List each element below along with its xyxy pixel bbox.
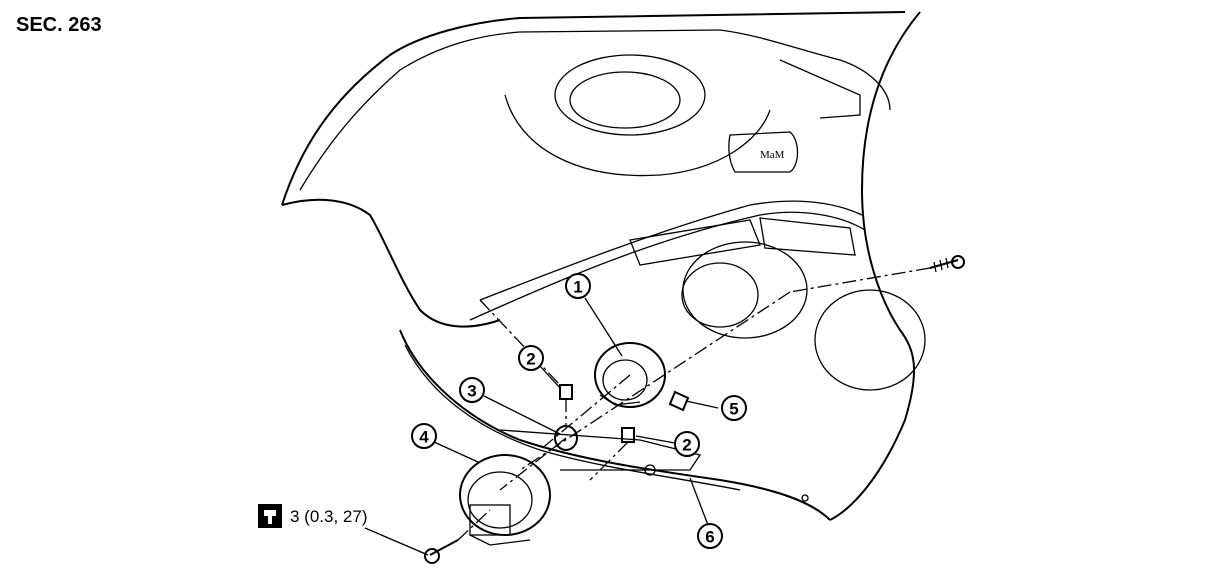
screw-upper [929,255,965,273]
svg-text:5: 5 [729,400,738,419]
service-text: MaM [760,149,785,161]
clip-retainer [668,390,690,412]
fog-lamp-assembly [459,454,551,546]
trunk-floor: MaM [504,54,861,177]
fascia-openings [629,217,926,391]
callout-5: 5 [721,395,747,421]
lower-bracket [399,329,831,521]
callout-6: 6 [697,523,723,549]
svg-text:6: 6 [705,528,714,547]
svg-text:1: 1 [573,278,582,297]
section-label: SEC. 263 [16,14,102,36]
svg-text:2: 2 [682,436,691,455]
svg-text:4: 4 [419,428,429,447]
assembly-lines [457,267,931,541]
clip-upper [559,384,573,400]
small-parts [554,384,690,451]
callout-2-upper: 2 [518,345,544,371]
screw-lower [424,539,459,564]
torque-value: 3 (0.3, 27) [290,507,368,526]
svg-text:3: 3 [467,382,476,401]
callout-1: 1 [565,273,591,299]
callout-2-lower: 2 [674,431,700,457]
torque-spec: 3 (0.3, 27) [258,504,368,528]
callout-3: 3 [459,377,485,403]
callout-4: 4 [411,423,437,449]
body-outline [281,11,921,521]
leader-lines [364,297,719,556]
svg-text:2: 2 [526,350,535,369]
